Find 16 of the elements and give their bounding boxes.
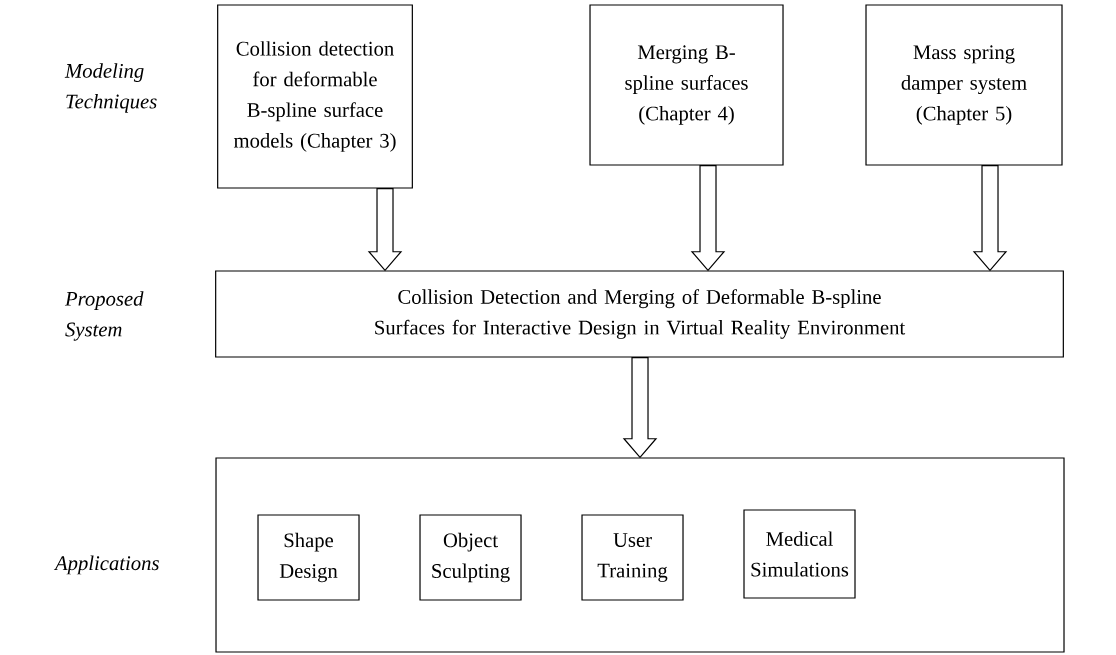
block-arrow	[690, 165, 726, 272]
row-label: Modeling Techniques	[64, 63, 157, 113]
application-box: User Training	[581, 514, 684, 601]
application-box: Medical Simulations	[743, 509, 856, 599]
panel-frame	[215, 457, 1065, 653]
process-box: Mass spring damper system (Chapter 5)	[865, 4, 1063, 166]
process-box: Merging B-spline surfaces (Chapter 4)	[589, 4, 784, 166]
block-arrow	[622, 357, 658, 459]
process-box: Collision Detection and Merging of Deformable B-spline Surfaces for Interactive Design in Virtual Reality Environment	[215, 270, 1064, 358]
application-box: Shape Design	[257, 514, 360, 601]
block-arrow	[972, 165, 1008, 272]
process-box: Collision detection for deformable B-spline surface models (Chapter 3)	[217, 4, 413, 189]
application-box: Object Sculpting	[419, 514, 522, 601]
block-arrow	[367, 188, 403, 272]
row-label: Proposed System	[64, 291, 144, 341]
row-label: Applications	[53, 555, 159, 575]
